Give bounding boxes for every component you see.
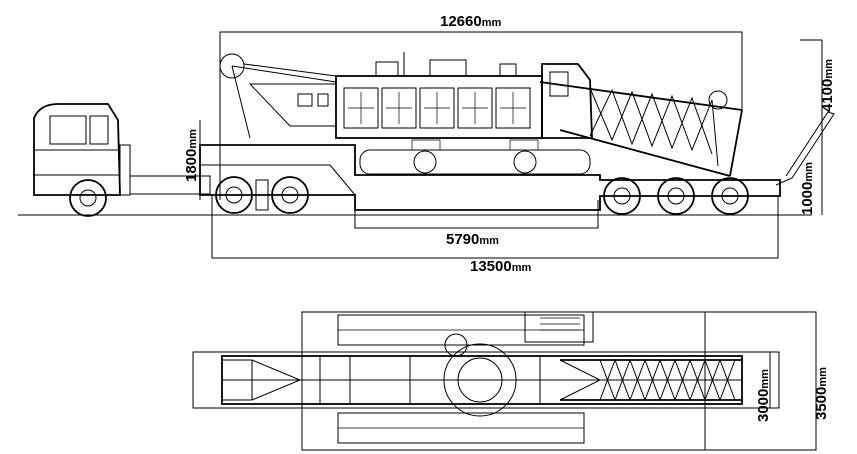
crawler-crane-icon [219, 52, 743, 177]
boom-lattice [539, 81, 743, 177]
lowbed-length-dimension: 13500mm [211, 195, 779, 275]
deck-height-dimension: 1800mm [183, 120, 201, 200]
plan-width-inner-unit: mm [759, 369, 771, 389]
svg-text:3500mm: 3500mm [813, 367, 830, 420]
svg-text:4100mm: 4100mm [819, 59, 836, 112]
clearance-value: 1000 [799, 182, 816, 215]
tractor-cab-icon [33, 103, 309, 217]
lowbed-trailer [199, 111, 835, 215]
deck-height-unit: mm [187, 129, 199, 149]
plan-width-inner-value: 3000 [755, 389, 772, 422]
crawler-length-dimension: 5790mm [354, 200, 599, 248]
svg-text:3000mm: 3000mm [755, 369, 772, 422]
crawler-length-value: 5790 [446, 231, 479, 248]
clearance-dimension: 1000mm [799, 162, 816, 215]
overall-length-dimension: 12660mm [219, 13, 743, 200]
lowbed-length-unit: mm [512, 262, 532, 274]
clearance-unit: mm [803, 162, 815, 182]
plan-boom-lattice [559, 358, 742, 402]
svg-text:1800mm: 1800mm [183, 129, 200, 182]
overall-length-value: 12660 [440, 13, 482, 30]
svg-text:1000mm: 1000mm [799, 162, 816, 215]
plan-view: 3000mm 3500mm [192, 311, 830, 451]
svg-text:13500mm: 13500mm [470, 258, 531, 275]
deck-height-value: 1800 [183, 149, 200, 182]
crawler-length-unit: mm [479, 235, 499, 247]
transport-height-value: 4100 [819, 79, 836, 112]
counterweight-blocks [343, 87, 531, 129]
svg-text:12660mm: 12660mm [440, 13, 501, 30]
plan-cab [524, 311, 594, 343]
plan-slewing-ring [443, 343, 517, 417]
svg-text:5790mm: 5790mm [446, 231, 499, 248]
plan-trailer-outline [192, 351, 780, 409]
plan-width-outer-value: 3500 [813, 387, 830, 420]
side-elevation-view: 12660mm 13500mm 5790mm 4100mm 1800mm 100… [18, 13, 836, 275]
plan-width-outer-dimension: 3500mm [813, 367, 830, 420]
overall-length-unit: mm [482, 17, 502, 29]
transport-height-dimension: 4100mm [800, 39, 836, 215]
plan-width-outer-unit: mm [817, 367, 829, 387]
lowbed-length-value: 13500 [470, 258, 512, 275]
transport-height-unit: mm [823, 59, 835, 79]
plan-width-inner-dimension: 3000mm [755, 352, 772, 422]
